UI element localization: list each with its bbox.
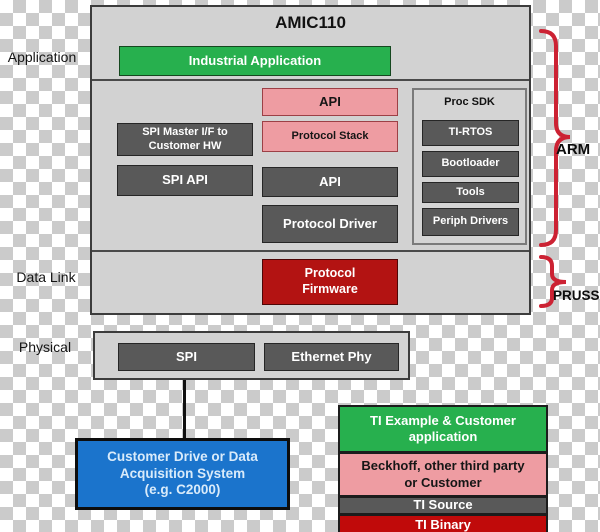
panel-title: AMIC110 xyxy=(275,13,346,33)
pruss-brace xyxy=(539,255,567,308)
layer-label-application: Application xyxy=(7,49,77,65)
layer-label-physical: Physical xyxy=(18,339,72,355)
spi-connector-line xyxy=(183,380,186,438)
legend-item-third-party: Beckhoff, other third party or Customer xyxy=(338,452,548,497)
api-pink-box: API xyxy=(262,88,398,116)
ti-rtos-box: TI-RTOS xyxy=(422,120,519,146)
arm-brace xyxy=(539,29,571,247)
api-gray-box: API xyxy=(262,167,398,197)
customer-system-box: Customer Drive or Data Acquisition Syste… xyxy=(75,438,290,510)
industrial-application-box: Industrial Application xyxy=(119,46,391,76)
periph-drivers-box: Periph Drivers xyxy=(422,208,519,236)
divider-application xyxy=(92,79,529,81)
bootloader-box: Bootloader xyxy=(422,151,519,177)
ethernet-phy-box: Ethernet Phy xyxy=(264,343,399,371)
tools-box: Tools xyxy=(422,182,519,203)
layer-label-data-link: Data Link xyxy=(16,269,76,285)
legend-item-ti-example: TI Example & Customer application xyxy=(338,405,548,453)
legend-item-ti-binary: TI Binary xyxy=(338,514,548,532)
protocol-firmware-box: Protocol Firmware xyxy=(262,259,398,305)
spi-api-box: SPI API xyxy=(117,165,253,196)
legend: TI Example & Customer application Beckho… xyxy=(338,405,548,532)
physical-panel: SPI Ethernet Phy xyxy=(93,331,410,380)
proc-sdk-title: Proc SDK xyxy=(444,96,495,109)
arm-label: ARM xyxy=(556,141,591,158)
pruss-label: PRUSS xyxy=(553,288,600,303)
protocol-stack-box: Protocol Stack xyxy=(262,121,398,152)
spi-box: SPI xyxy=(118,343,255,371)
amic110-panel: AMIC110 Industrial Application SPI Maste… xyxy=(90,5,531,315)
protocol-driver-box: Protocol Driver xyxy=(262,205,398,243)
spi-master-box: SPI Master I/F to Customer HW xyxy=(117,123,253,156)
proc-sdk-panel: Proc SDK TI-RTOS Bootloader Tools Periph… xyxy=(412,88,527,245)
divider-data-link xyxy=(92,250,529,252)
